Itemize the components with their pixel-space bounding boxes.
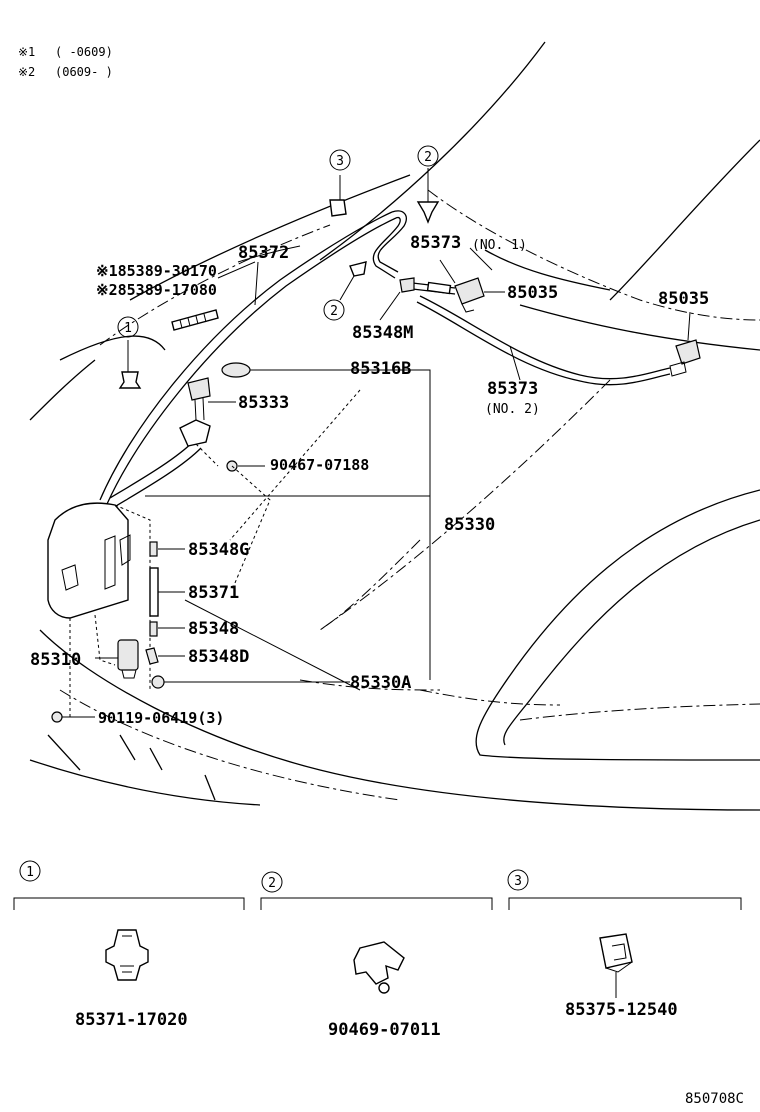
bolt-90119-shape [51,711,63,723]
callout-2-mid: 2 [330,304,338,319]
label-85373-no2: 85373 [487,379,538,399]
callout-1-left: 1 [124,321,132,336]
grommet-85348G-shape [149,541,158,557]
leader-lines [62,168,691,718]
note-1-range: ( -0609) [55,45,113,59]
label-85371: 85371 [188,583,239,603]
label-85373-no1-suffix: (NO. 1) [472,238,527,253]
detail-1-part: 85371-17020 [75,1010,188,1030]
note-2-range: (0609- ) [55,65,113,79]
detail-panel-3: 3 85375-12540 [507,869,742,1020]
callout-3-top: 3 [336,154,344,169]
nozzle-85035-a-shape [454,277,485,305]
label-85348G: 85348G [188,540,249,560]
label-85348M: 85348M [352,323,413,343]
diagram-code: 850708C [685,1091,744,1107]
washer-tank-shape [47,502,129,619]
label-85373-no1: 85373 [410,233,461,253]
detail-panel-2: 2 90469-07011 [260,871,493,1040]
clip-2-top-shape [416,201,440,224]
clip-2-mid-shape [349,261,367,277]
label-85372: 85372 [238,243,289,263]
label-85330A: 85330A [350,673,411,693]
label-85373-no2-suffix: (NO. 2) [485,402,540,417]
hose-85389-shape [171,309,219,331]
label-90467-07188: 90467-07188 [270,456,369,474]
tank-cap-shape [221,362,251,378]
label-85035-far: 85035 [658,289,709,309]
label-85035-near: 85035 [507,283,558,303]
detail-2-part: 90469-07011 [328,1020,441,1040]
hose-85373-no1-shape [426,281,452,295]
label-90119-06419: 90119-06419(3) [98,709,224,727]
label-85310: 85310 [30,650,81,670]
callouts: 3 2 2 1 [117,145,439,338]
label-85348D: 85348D [188,647,249,667]
detail-3-part: 85375-12540 [565,1000,678,1020]
detail-panel-1: 1 85371-17020 [13,860,245,1030]
clip-85375-12540-shape [599,933,633,969]
clip-3-shape [329,199,347,217]
part-labels: 85372 85373 (NO. 1) ※185389-30170 ※28538… [30,233,709,727]
label-85330: 85330 [444,515,495,535]
filler-cap-shape [187,377,211,401]
nozzle-85035-b-shape [675,339,701,365]
part-shapes [47,199,701,723]
clip-85371-17020-shape [105,929,149,981]
note-1-mark: ※1 [18,45,35,59]
joint-85348M-shape [399,277,415,293]
clip-1-shape [118,371,142,389]
detail-2-number: 2 [268,876,276,891]
pump-motor-shape [117,639,139,671]
label-85316B: 85316B [350,359,411,379]
clip-90469-07011-shape [353,941,405,985]
label-85333: 85333 [238,393,289,413]
vehicle-body-outline [29,41,760,811]
range-notes: ※1 ( -0609) ※2 (0609- ) [18,45,113,79]
hose-85371-shape [149,567,159,617]
detail-3-number: 3 [514,874,522,889]
label-85389-b: ※285389-17080 [96,281,217,299]
label-85389-a: ※185389-30170 [96,262,217,280]
label-85348: 85348 [188,619,239,639]
detail-1-number: 1 [26,865,34,880]
callout-2-top: 2 [424,150,432,165]
note-2-mark: ※2 [18,65,35,79]
grommet-85348-shape [149,621,158,637]
elbow-85348D-shape [145,647,159,665]
cap-85330A-shape [151,675,165,689]
